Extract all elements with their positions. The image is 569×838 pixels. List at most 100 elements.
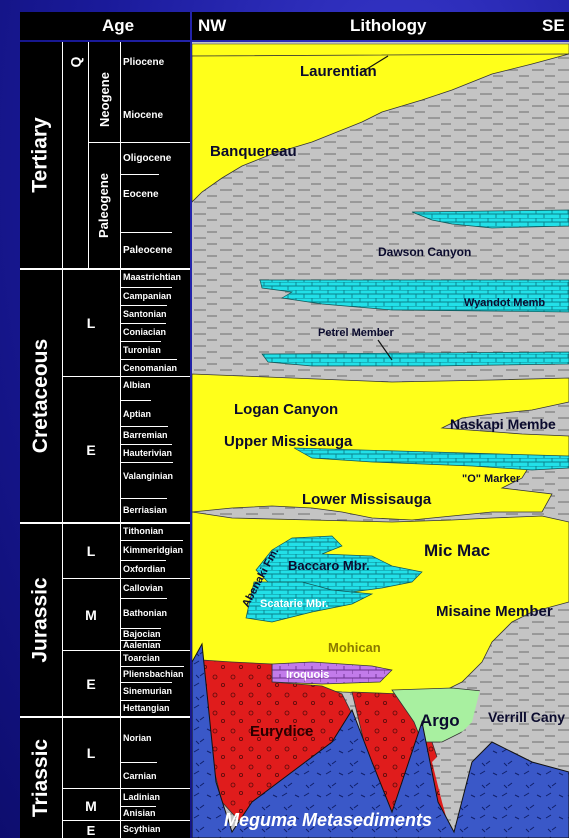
era-divider	[20, 522, 190, 524]
label-baccaro: Baccaro Mbr.	[288, 558, 370, 573]
subdivision-j-early-label: E	[86, 676, 95, 692]
stage-bajocian: Bajocian	[121, 628, 161, 640]
era-jurassic: Jurassic	[20, 524, 62, 716]
subdivision-divider	[62, 578, 190, 579]
label-petrel: Petrel Member	[318, 327, 395, 339]
lithology-header: NW Lithology SE	[192, 12, 569, 40]
column-divider	[62, 42, 63, 838]
subdivision-paleogene-label: Paleogene	[97, 172, 112, 237]
stage-albian: Albian	[121, 378, 151, 400]
label-scatarie: Scatarie Mbr.	[260, 598, 328, 610]
era-tertiary-label: Tertiary	[29, 117, 53, 192]
subdivision-t-early: E	[62, 822, 120, 838]
subdivision-j-middle-label: M	[85, 607, 97, 623]
nw-label: NW	[198, 12, 226, 40]
subdivision-t-late-label: L	[87, 745, 96, 761]
stage-norian: Norian	[121, 718, 152, 762]
stage-callovian: Callovian	[121, 580, 163, 598]
label-argo: Argo	[420, 711, 460, 730]
label-logan-canyon: Logan Canyon	[234, 401, 338, 418]
stage-hettangian: Hettangian	[121, 700, 170, 716]
stage-barremian: Barremian	[121, 426, 168, 444]
subdivision-q-label: Q	[67, 57, 83, 68]
era-jurassic-label: Jurassic	[29, 577, 53, 662]
label-verrill: Verrill Cany	[488, 709, 565, 725]
subdivision-divider	[62, 820, 190, 821]
subdivision-t-late: L	[62, 718, 120, 788]
subdivision-t-early-label: E	[87, 823, 96, 838]
era-triassic-label: Triassic	[29, 739, 53, 817]
era-triassic: Triassic	[20, 718, 62, 838]
stage-ladinian: Ladinian	[121, 790, 160, 806]
label-mic-mac: Mic Mac	[424, 541, 490, 560]
subdivision-neogene: Neogene	[88, 56, 120, 142]
se-label: SE	[542, 12, 565, 40]
age-header-label: Age	[102, 12, 134, 40]
subdivision-k-late-label: L	[87, 315, 96, 331]
column-divider	[88, 42, 89, 268]
label-lower-missisauga: Lower Missisauga	[302, 491, 432, 508]
label-banquereau: Banquereau	[210, 143, 297, 160]
label-dawson-canyon: Dawson Canyon	[378, 245, 471, 259]
stage-coniacian: Coniacian	[121, 323, 166, 341]
age-header: Age	[20, 12, 190, 40]
stage-eocene: Eocene	[121, 174, 159, 232]
lithology-label: Lithology	[350, 12, 426, 40]
stage-oxfordian: Oxfordian	[121, 560, 166, 578]
label-laurentian: Laurentian	[300, 63, 377, 80]
stage-hauterivian: Hauterivian	[121, 444, 172, 462]
stage-anisian: Anisian	[121, 806, 156, 820]
subdivision-t-middle-label: M	[85, 798, 97, 814]
stage-cenomanian: Cenomanian	[121, 359, 177, 376]
lithology-section: Laurentian Banquereau Dawson Canyon Wyan…	[192, 42, 569, 838]
stage-bathonian: Bathonian	[121, 598, 167, 628]
petrel-limestone	[262, 352, 569, 366]
subdivision-q: Q	[62, 42, 88, 82]
stage-berriasian: Berriasian	[121, 498, 167, 522]
subdivision-j-late-label: L	[87, 543, 96, 559]
stage-valanginian: Valanginian	[121, 462, 173, 498]
stage-sinemurian: Sinemurian	[121, 682, 172, 700]
age-column: Tertiary Cretaceous Jurassic Triassic Q …	[20, 42, 190, 838]
subdivision-divider	[62, 376, 190, 377]
subdivision-k-early: E	[62, 378, 120, 522]
label-mohican: Mohican	[328, 640, 381, 655]
subdivision-k-late: L	[62, 270, 120, 376]
stage-pliensbachian: Pliensbachian	[121, 666, 184, 682]
label-o-marker: "O" Marker	[462, 473, 521, 485]
stage-carnian: Carnian	[121, 762, 157, 788]
stage-paleocene: Paleocene	[121, 232, 172, 268]
stage-oligocene: Oligocene	[121, 142, 171, 174]
subdivision-j-early: E	[62, 652, 120, 716]
stage-pliocene: Pliocene	[121, 56, 164, 90]
stage-toarcian: Toarcian	[121, 652, 160, 666]
label-meguma: Meguma Metasediments	[224, 810, 432, 830]
stage-santonian: Santonian	[121, 305, 167, 323]
stage-aptian: Aptian	[121, 400, 151, 426]
stage-turonian: Turonian	[121, 341, 161, 359]
label-naskapi: Naskapi Membe	[450, 416, 556, 432]
label-misaine: Misaine Member	[436, 603, 553, 620]
era-cretaceous: Cretaceous	[20, 270, 62, 522]
stage-campanian: Campanian	[121, 287, 172, 305]
stage-miocene: Miocene	[121, 90, 163, 142]
subdivision-divider	[62, 650, 190, 651]
stage-kimmeridgian: Kimmeridgian	[121, 540, 183, 560]
label-upper-missisauga: Upper Missisauga	[224, 433, 353, 450]
subdivision-j-late: L	[62, 524, 120, 578]
label-wyandot: Wyandot Memb	[464, 297, 545, 309]
subdivision-t-middle: M	[62, 790, 120, 822]
subdivision-j-middle: M	[62, 580, 120, 650]
stage-maastrichtian: Maastrichtian	[121, 270, 181, 287]
stage-tithonian: Tithonian	[121, 524, 163, 540]
era-tertiary: Tertiary	[20, 42, 62, 268]
label-eurydice: Eurydice	[250, 723, 313, 740]
subdivision-divider	[62, 788, 190, 789]
stage-aalenian: Aalenian	[121, 640, 161, 650]
label-iroquois: Iroquois	[286, 669, 329, 681]
subdivision-k-early-label: E	[86, 442, 95, 458]
subdivision-neogene-label: Neogene	[97, 72, 112, 127]
era-divider	[20, 716, 190, 718]
subdivision-paleogene: Paleogene	[88, 142, 120, 268]
